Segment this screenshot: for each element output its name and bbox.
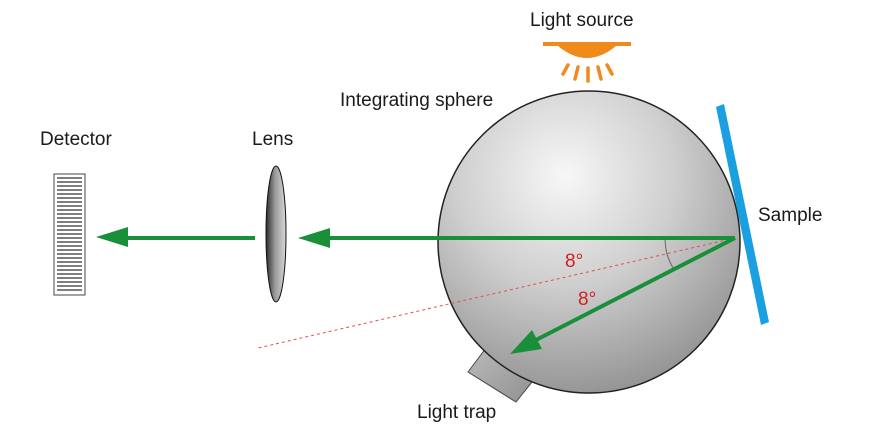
label-detector: Detector	[40, 129, 112, 150]
label-angle-lower: 8°	[578, 289, 596, 310]
beam-to-light-trap	[535, 236, 736, 342]
lens	[265, 165, 287, 303]
detector	[53, 173, 86, 296]
label-light-trap: Light trap	[417, 402, 496, 423]
beam-to-detector-arrowhead	[96, 227, 128, 247]
beams	[96, 227, 736, 354]
lamp-icon	[558, 46, 616, 58]
label-light-source: Light source	[530, 10, 634, 31]
label-angle-upper: 8°	[565, 251, 583, 272]
beam-to-light-trap-arrowhead	[510, 330, 542, 354]
lamp-base	[543, 42, 631, 46]
label-sample: Sample	[758, 205, 822, 226]
label-lens: Lens	[252, 129, 293, 150]
beam-specular-arrowhead	[298, 228, 330, 248]
label-integrating-sphere: Integrating sphere	[340, 90, 493, 111]
light-rays	[561, 63, 614, 83]
sample-plate	[716, 104, 769, 325]
light-source	[543, 42, 631, 83]
integrating-sphere	[437, 90, 741, 394]
